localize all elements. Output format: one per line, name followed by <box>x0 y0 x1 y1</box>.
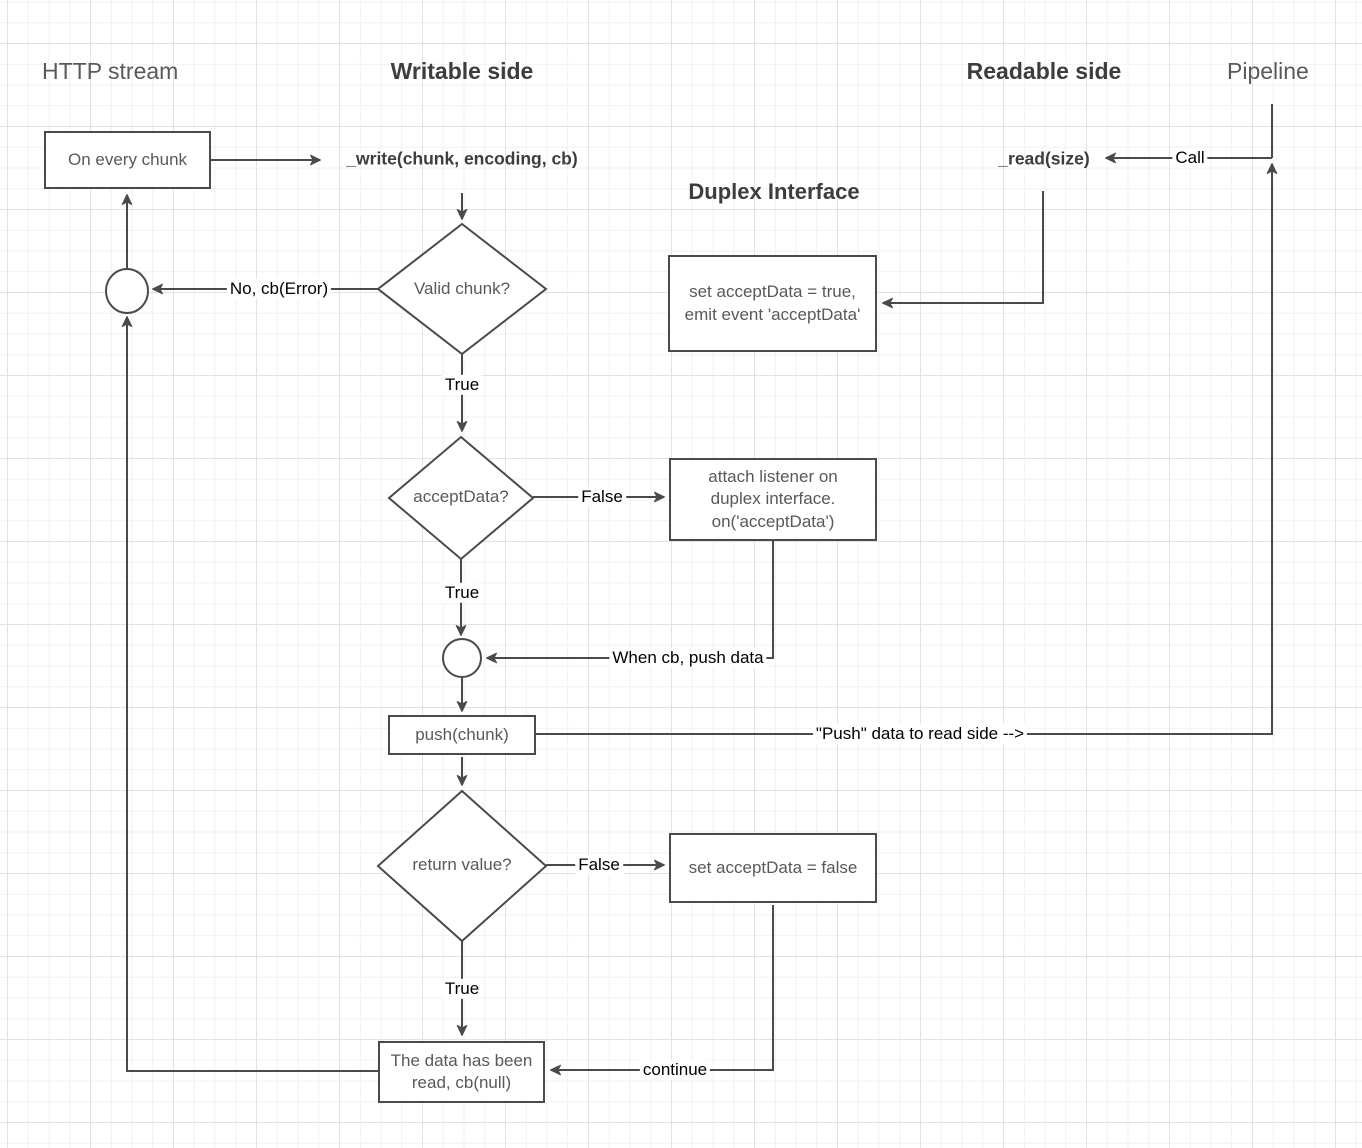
header-readable-side: Readable side <box>966 58 1122 84</box>
edge-label-true-2: True <box>441 582 483 604</box>
node-set-acceptdata-false: set acceptData = false <box>669 833 877 903</box>
node-data-read: The data has been read, cb(null) <box>378 1041 545 1103</box>
edge-setfalse-continue <box>550 905 774 1076</box>
edge-label-call: Call <box>1172 147 1208 169</box>
junction-circle-1 <box>105 268 149 314</box>
diamond-valid-chunk <box>376 222 548 356</box>
label-valid-chunk: Valid chunk? <box>413 279 511 298</box>
edge-label-continue: continue <box>639 1059 711 1081</box>
edge-label-when-cb-push: When cb, push data <box>609 647 767 669</box>
diagram-title: Duplex Interface <box>688 179 860 204</box>
label-write-fn: _write(chunk, encoding, cb) <box>346 148 578 169</box>
edge-label-false-2: False <box>575 854 623 876</box>
edge-label-false-1: False <box>578 486 626 508</box>
edge-label-true-1: True <box>441 374 483 396</box>
node-set-acceptdata-true: set acceptData = true, emit event 'accep… <box>668 255 877 352</box>
diamond-accept-data <box>387 435 535 561</box>
edge-label-no-cb-error: No, cb(Error) <box>226 278 332 300</box>
edge-feedback-loop <box>121 316 378 1072</box>
edge-push-to-pipeline <box>536 163 1278 735</box>
node-push-chunk: push(chunk) <box>388 715 536 755</box>
label-accept-data: acceptData? <box>413 487 509 506</box>
edge-listener-to-junction2 <box>486 541 774 664</box>
diamond-return-value <box>376 789 548 943</box>
label-read-fn: _read(size) <box>998 148 1090 169</box>
header-writable-side: Writable side <box>390 58 534 84</box>
node-on-every-chunk: On every chunk <box>44 131 211 189</box>
label-return-value: return value? <box>412 855 512 874</box>
edge-label-true-3: True <box>441 978 483 1000</box>
edge-read-to-settrue <box>882 191 1044 309</box>
header-pipeline: Pipeline <box>1227 58 1309 84</box>
node-attach-listener: attach listener on duplex interface. on(… <box>669 458 877 541</box>
header-http-stream: HTTP stream <box>42 58 179 84</box>
junction-circle-2 <box>442 638 482 678</box>
edge-label-push-to-read: "Push" data to read side --> <box>812 723 1028 745</box>
